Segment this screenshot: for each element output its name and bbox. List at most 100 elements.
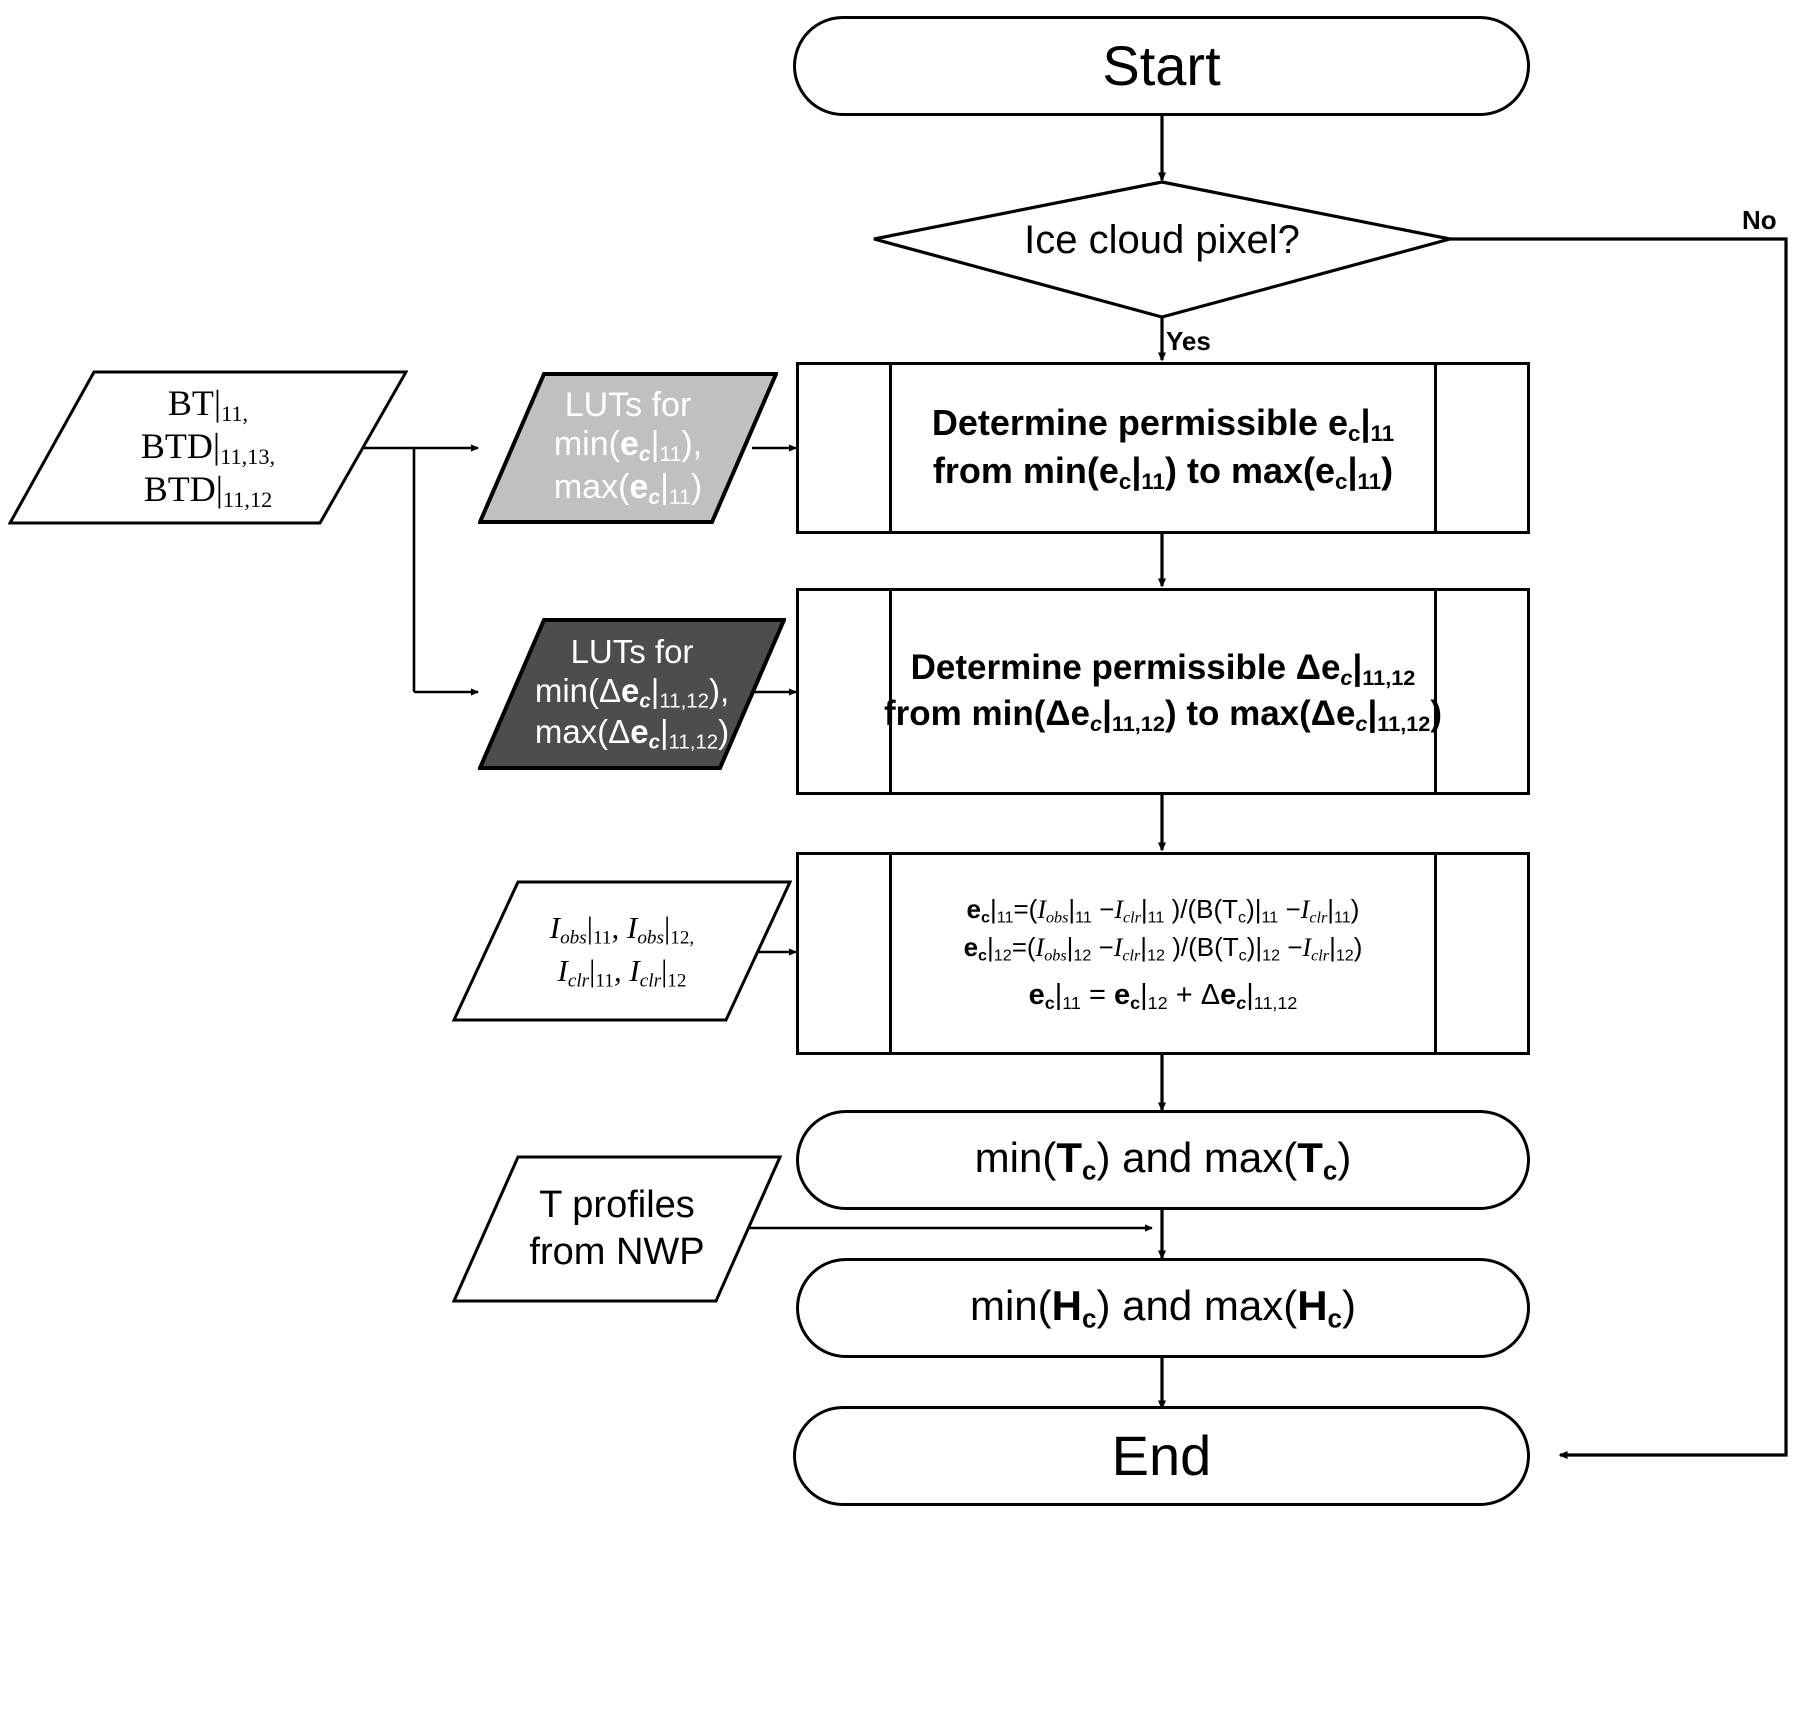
eq1-i1-bar: | — [1068, 893, 1076, 924]
tc-pre: min( — [974, 1133, 1057, 1181]
eq3-a-idx: 11 — [1062, 993, 1081, 1014]
iclr2-idx: 12 — [667, 970, 687, 992]
edge-label-no: No — [1742, 205, 1777, 235]
eq1-close: ) — [1350, 893, 1360, 924]
input-radiance-line2: Iclr|11, Iclr|12 — [558, 951, 687, 994]
process-right-rail — [1434, 365, 1437, 531]
lut-dark-line1: LUTs for — [570, 633, 694, 671]
eq1-i2-idx: 11 — [1147, 908, 1165, 927]
tc-var2: T — [1297, 1133, 1323, 1181]
p1-l2a: from min(e — [932, 450, 1119, 491]
iclr2-sub: clr — [639, 970, 662, 992]
eq2-i3-bar: | — [1329, 932, 1336, 963]
eq1-i1-idx: 11 — [1075, 908, 1092, 927]
p1-l2end: ) — [1381, 450, 1394, 491]
node-end[interactable]: End — [793, 1406, 1530, 1506]
lut-dark-parallelogram[interactable]: LUTs for min(Δec|11,12), max(Δec|11,12) — [478, 618, 786, 770]
process-determine-delta-ec[interactable]: Determine permissible Δec|11,12 from min… — [796, 588, 1530, 795]
ec-var: e — [619, 425, 639, 464]
hc-pre: min( — [969, 1281, 1052, 1329]
ec-sub2: 11 — [668, 485, 691, 509]
p1-l1s: 11 — [1370, 421, 1395, 447]
eq2-minus2: − — [1280, 932, 1303, 963]
iobs2: , I — [611, 909, 638, 945]
p1-l2s2: 11 — [1357, 469, 1382, 495]
eq1-mid: )/(B(T — [1164, 893, 1239, 924]
eq2-mid-sub: c — [1238, 946, 1247, 965]
dec-var2: e — [630, 713, 649, 751]
decision-label: Ice cloud pixel? — [1024, 217, 1300, 262]
eq3-b: e — [1113, 979, 1131, 1012]
eq2-i3: I — [1302, 933, 1312, 963]
p2-l2s1: 11,12 — [1111, 710, 1165, 736]
ec-bar: | — [650, 425, 660, 464]
output-hc-range[interactable]: min(Hc) and max(Hc) — [796, 1258, 1530, 1358]
process-equations[interactable]: ec|11=(Iobs|11 −Iclr|11 )/(B(Tc)|11 −Icl… — [796, 852, 1530, 1055]
input-bt-parallelogram[interactable]: BT|11, BTD|11,13, BTD|11,12 — [8, 370, 408, 525]
hc-var2-sub: c — [1327, 1303, 1343, 1334]
process-right-rail — [1434, 855, 1437, 1052]
min-suffix: ), — [681, 425, 703, 464]
ec-var2-sub: c — [648, 485, 661, 509]
ec-var2: e — [629, 467, 649, 506]
equation-ec-sum: ec|11 = ec|12 + Δec|11,12 — [1029, 974, 1298, 1016]
p1-l2bar1: | — [1131, 450, 1142, 491]
eq3-a: e — [1028, 979, 1045, 1012]
lut-light-parallelogram[interactable]: LUTs for min(ec|11), max(ec|11) — [478, 372, 778, 524]
edge-label-yes: Yes — [1166, 326, 1211, 356]
output-tc-range[interactable]: min(Tc) and max(Tc) — [796, 1110, 1530, 1210]
tc-var-sub: c — [1081, 1155, 1097, 1186]
dec-var-sub: c — [639, 689, 651, 713]
eq1-i3-bar: | — [1327, 893, 1335, 924]
process-right-rail — [1434, 591, 1437, 792]
lut-light-line2: min(ec|11), — [554, 425, 702, 467]
eq3-c-idx: 11,12 — [1253, 993, 1298, 1014]
eq2-eq: =( — [1011, 932, 1036, 963]
lut-light-line1: LUTs for — [564, 385, 692, 424]
iobs2-sub: obs — [637, 927, 664, 949]
lut-light-line3: max(ec|11) — [554, 468, 702, 510]
eq1-i3-sub: clr — [1309, 909, 1328, 927]
eq1-lhs-idx: 11 — [996, 908, 1014, 927]
p2-l1bar: | — [1352, 648, 1363, 688]
output-tc-label: min(Tc) and max(Tc) — [975, 1134, 1352, 1186]
input-t-profiles-parallelogram[interactable]: T profiles from NWP — [452, 1155, 782, 1303]
dmax-suffix: ) — [718, 713, 730, 751]
end-label: End — [1111, 1423, 1212, 1487]
p2-l2c: c — [1090, 710, 1103, 736]
hc-var2: H — [1297, 1281, 1328, 1329]
parallelogram-shape — [452, 1155, 782, 1303]
eq3-plus: + Δ — [1167, 979, 1221, 1012]
eq3-c-bar: | — [1246, 979, 1254, 1012]
eq2-lhs-sub: c — [978, 946, 988, 965]
iobs1-bar: | — [586, 909, 593, 945]
bt-sub: 11, — [221, 400, 249, 426]
t-profiles-line2: from NWP — [529, 1231, 705, 1273]
eq2-lhs-idx: 12 — [993, 946, 1012, 965]
eq1-i1-sub: obs — [1046, 909, 1069, 927]
eq2-mid2: ) — [1246, 932, 1256, 963]
process-left-rail — [889, 365, 892, 531]
process-determine-ec[interactable]: Determine permissible ec|11 from min(ec|… — [796, 362, 1530, 534]
eq2-i1-bar: | — [1066, 932, 1074, 963]
dmax-prefix: max(Δ — [534, 713, 631, 751]
node-decision[interactable]: Ice cloud pixel? — [952, 212, 1372, 268]
process-dec-line1: Determine permissible Δec|11,12 — [911, 646, 1416, 691]
p1-l1bar: | — [1360, 401, 1371, 443]
eq3-b-bar: | — [1140, 979, 1148, 1012]
dmin-suffix: ), — [709, 671, 730, 709]
p2-l2a: from min(Δe — [883, 693, 1090, 733]
eq1-lhs-sub: c — [981, 908, 990, 927]
output-hc-label: min(Hc) and max(Hc) — [970, 1282, 1356, 1334]
parallelogram-shape — [452, 880, 792, 1022]
eq1-mid-bar: | — [1254, 893, 1262, 924]
eq3-a-sub: c — [1044, 993, 1055, 1014]
input-radiance-parallelogram[interactable]: Iobs|11, Iobs|12, Iclr|11, Iclr|12 — [452, 880, 792, 1022]
iclr1-idx: 11 — [595, 970, 614, 992]
start-label: Start — [1102, 33, 1221, 97]
hc-var-sub: c — [1081, 1303, 1097, 1334]
p2-l1a: Determine permissible Δe — [910, 648, 1341, 688]
node-start[interactable]: Start — [793, 16, 1530, 116]
equation-ec12: ec|12=(Iobs|12 −Iclr|12 )/(B(Tc)|12 −Icl… — [964, 929, 1363, 968]
